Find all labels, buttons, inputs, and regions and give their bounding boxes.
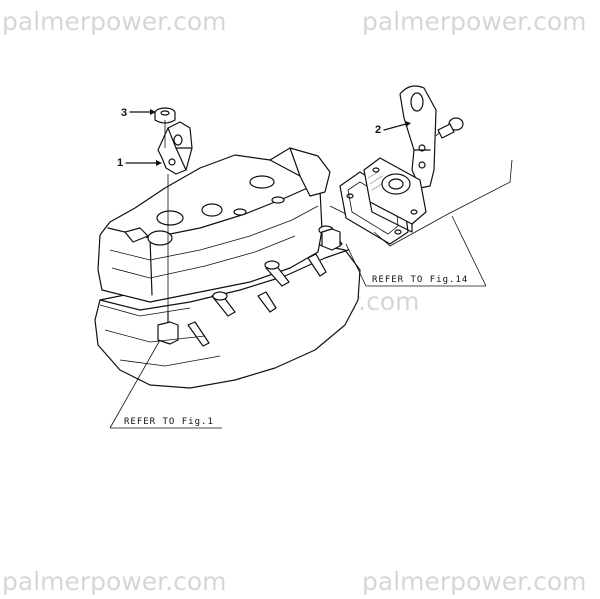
callout-2: 2 — [375, 121, 411, 136]
watermark-bottom-right: palmerpower.com — [362, 567, 586, 596]
part-2-hanger-bracket[interactable] — [399, 85, 464, 189]
part-2-bolt[interactable] — [435, 117, 464, 139]
reference-fig14: REFER TO Fig.14 — [345, 243, 486, 287]
group-enclosure-lines — [373, 159, 513, 287]
reference-fig14-label: REFER TO Fig.14 — [372, 275, 468, 285]
callout-1-label: 1 — [117, 157, 123, 169]
watermark-top-right: palmerpower.com — [362, 7, 586, 36]
watermark-top-left: palmerpower.com — [2, 7, 226, 36]
reference-fig1-label: REFER TO Fig.1 — [124, 417, 214, 427]
callout-2-label: 2 — [375, 124, 381, 136]
thermostat-housing — [329, 157, 427, 245]
callout-1: 1 — [117, 157, 162, 169]
callout-3-label: 3 — [121, 107, 127, 119]
part-1-lifting-bracket[interactable] — [157, 120, 193, 315]
watermark-bottom-left: palmerpower.com — [2, 567, 226, 596]
part-3-nut[interactable] — [154, 107, 176, 124]
reference-fig1: REFER TO Fig.1 — [109, 339, 222, 429]
callout-3: 3 — [121, 107, 156, 119]
cylinder-head-assembly — [94, 147, 361, 389]
